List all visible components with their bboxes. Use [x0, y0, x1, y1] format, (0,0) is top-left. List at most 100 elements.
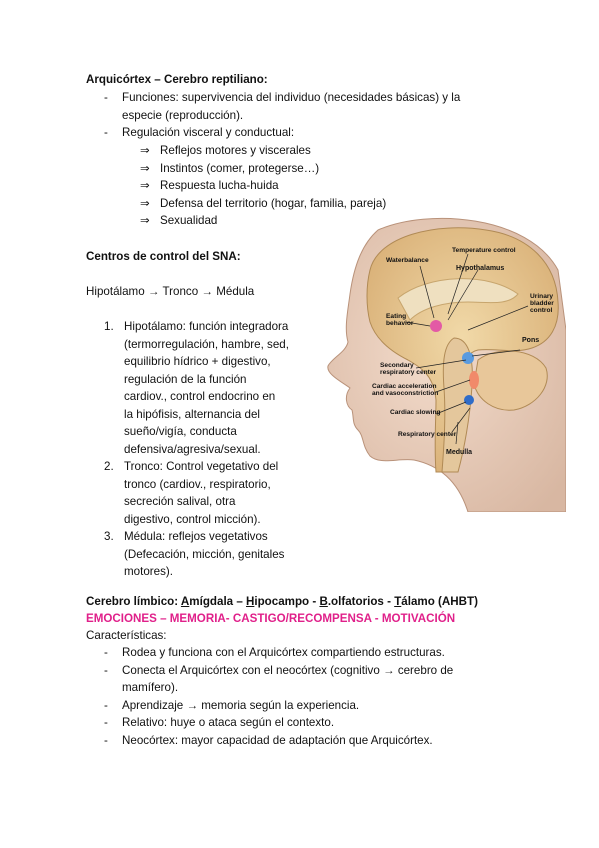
- figure-labels: Temperature control Waterbalance Hypotha…: [372, 247, 554, 456]
- arquicortex-heading: Arquicórtex – Cerebro reptiliano:: [86, 73, 268, 86]
- funciones-line-2: especie (reproducción).: [122, 108, 244, 122]
- label-temperature-control: Temperature control: [452, 247, 516, 254]
- limbico-amigdala: mígdala: [189, 595, 234, 608]
- label-control: control: [530, 307, 553, 314]
- label-eating: Eating: [386, 313, 406, 320]
- label-cardiac-slowing: Cardiac slowing: [390, 409, 441, 416]
- sna-item-hipotalamo: 1. Hipotálamo: función integradora (term…: [104, 318, 329, 458]
- item-line: (termorregulación, hambre, sed,: [124, 337, 289, 351]
- label-vasoconstriction: and vasoconstriction: [372, 390, 438, 397]
- sub-item: ⇒ Sexualidad: [140, 212, 386, 230]
- implies-icon: ⇒: [140, 144, 150, 157]
- path-medula: Médula: [216, 285, 255, 298]
- path-hipotalamo: Hipotálamo: [86, 285, 145, 298]
- limbico-a: A: [180, 595, 190, 608]
- regulacion-text: Regulación visceral y conductual:: [122, 126, 295, 139]
- list-item: - Aprendizaje → memoria según la experie…: [104, 697, 544, 715]
- label-pons: Pons: [522, 337, 539, 344]
- sna-heading: Centros de control del SNA:: [86, 250, 241, 263]
- regulacion-sublist: ⇒ Reflejos motores y viscerales ⇒ Instinto…: [140, 142, 386, 230]
- sna-numbered-list: 1. Hipotálamo: función integradora (term…: [104, 318, 329, 581]
- list-item-text: mamífero).: [122, 681, 179, 694]
- label-hypothalamus: Hypothalamus: [456, 265, 504, 272]
- cardiac-slow-region: [464, 395, 474, 405]
- item-line: digestivo, control micción).: [124, 512, 261, 526]
- list-item-text: Relativo: huye o ataca según el contexto…: [122, 716, 335, 729]
- bullet-dash: -: [104, 733, 108, 747]
- limbico-bolfatorios: .olfatorios: [327, 595, 384, 608]
- item-line: secreción salival, otra: [124, 495, 236, 508]
- corpus-callosum: [397, 278, 519, 321]
- implies-icon: ⇒: [140, 214, 150, 227]
- item-line: la hipófisis, alternancia del: [124, 407, 260, 421]
- sub-item-text: Instintos (comer, protegerse…): [160, 161, 320, 175]
- limbico-sep: -: [309, 595, 320, 608]
- limbico-sep: -: [383, 595, 395, 608]
- sub-item: ⇒ Defensa del territorio (hogar, familia,…: [140, 195, 386, 213]
- bullet-dash: -: [104, 126, 108, 139]
- limbico-sep: –: [233, 595, 246, 608]
- item-line: Hipotálamo: función integradora: [124, 320, 289, 333]
- sub-item-text: Defensa del territorio (hogar, familia, …: [160, 196, 387, 210]
- path-tronco: Tronco: [162, 285, 199, 298]
- label-bladder: bladder: [530, 300, 554, 307]
- item-number: 3.: [104, 530, 114, 543]
- label-urinary: Urinary: [530, 293, 553, 300]
- list-item-text: Conecta el Arquicórtex con el neocórtex …: [122, 663, 454, 677]
- item-line: cardiov., control endocrino en: [124, 390, 276, 403]
- item-line: defensiva/agresiva/sexual.: [124, 442, 261, 456]
- label-waterbalance: Waterbalance: [386, 257, 429, 264]
- item-line: Médula: reflejos vegetativos: [124, 530, 268, 543]
- caracteristicas-list: - Rodea y funciona con el Arquicórtex co…: [104, 644, 544, 749]
- sub-item-text: Respuesta lucha-huida: [160, 179, 279, 192]
- label-secondary: Secondary: [380, 362, 414, 369]
- arquicortex-funciones-item: - Funciones: supervivencia del individuo…: [104, 89, 524, 124]
- sub-item: ⇒ Instintos (comer, protegerse…): [140, 160, 386, 178]
- item-line: Tronco: Control vegetativo del: [124, 460, 279, 473]
- limbico-b: B: [319, 595, 328, 608]
- item-line: regulación de la función: [124, 372, 247, 386]
- sub-item: ⇒ Reflejos motores y viscerales: [140, 142, 386, 160]
- list-item-text: Rodea y funciona con el Arquicórtex comp…: [122, 646, 445, 659]
- emociones-line: EMOCIONES – MEMORIA- CASTIGO/RECOMPENSA …: [86, 612, 456, 625]
- implies-icon: ⇒: [140, 161, 150, 175]
- bullet-dash: -: [104, 716, 108, 729]
- item-number: 2.: [104, 460, 114, 473]
- item-line: sueño/vigía, conducta: [124, 425, 237, 438]
- bullet-dash: -: [104, 91, 108, 104]
- label-respiratory-center: Respiratory center: [398, 431, 457, 438]
- limbico-h: H: [246, 595, 255, 608]
- list-item-text: Aprendizaje → memoria según la experienc…: [122, 698, 360, 712]
- brainstem: [441, 337, 473, 473]
- item-line: (Defecación, micción, genitales: [124, 547, 285, 561]
- item-line: motores).: [124, 565, 173, 578]
- arrow-right-icon: →: [147, 285, 160, 298]
- item-line: equilibrio hídrico + digestivo,: [124, 355, 271, 368]
- funciones-line-1: Funciones: supervivencia del individuo (…: [122, 91, 461, 104]
- limbico-heading: Cerebro límbico: Amígdala – Hipocampo - …: [86, 593, 478, 611]
- sna-item-tronco: 2. Tronco: Control vegetativo del tronco…: [104, 458, 329, 528]
- list-item: - Conecta el Arquicórtex con el neocórte…: [104, 662, 544, 697]
- caracteristicas-label: Características:: [86, 629, 167, 642]
- limbico-prefix: Cerebro límbico:: [86, 595, 181, 608]
- sna-path: Hipotálamo → Tronco → Médula: [86, 283, 254, 301]
- item-line: tronco (cardiov., respiratorio,: [124, 477, 271, 491]
- bullet-dash: -: [104, 663, 108, 677]
- implies-icon: ⇒: [140, 196, 150, 210]
- arrow-right-icon: →: [201, 285, 213, 298]
- bullet-dash: -: [104, 698, 108, 712]
- limbico-talamo: álamo (AHBT): [401, 595, 478, 608]
- leader-lines: [405, 253, 529, 445]
- sub-item-text: Sexualidad: [160, 214, 218, 227]
- list-item: - Rodea y funciona con el Arquicórtex co…: [104, 644, 544, 662]
- limbico-t: T: [394, 595, 402, 608]
- limbico-hipocampo: ipocampo: [254, 595, 310, 608]
- arquicortex-regulacion-item: - Regulación visceral y conductual:: [104, 124, 294, 142]
- item-number: 1.: [104, 320, 114, 333]
- cardiac-accel-region: [469, 371, 479, 389]
- list-item-text: Neocórtex: mayor capacidad de adaptación…: [122, 733, 433, 747]
- sub-item-text: Reflejos motores y viscerales: [160, 144, 311, 157]
- brain-figure: Temperature control Waterbalance Hypotha…: [327, 217, 566, 512]
- label-respiratory-center-secondary: respiratory center: [380, 369, 437, 376]
